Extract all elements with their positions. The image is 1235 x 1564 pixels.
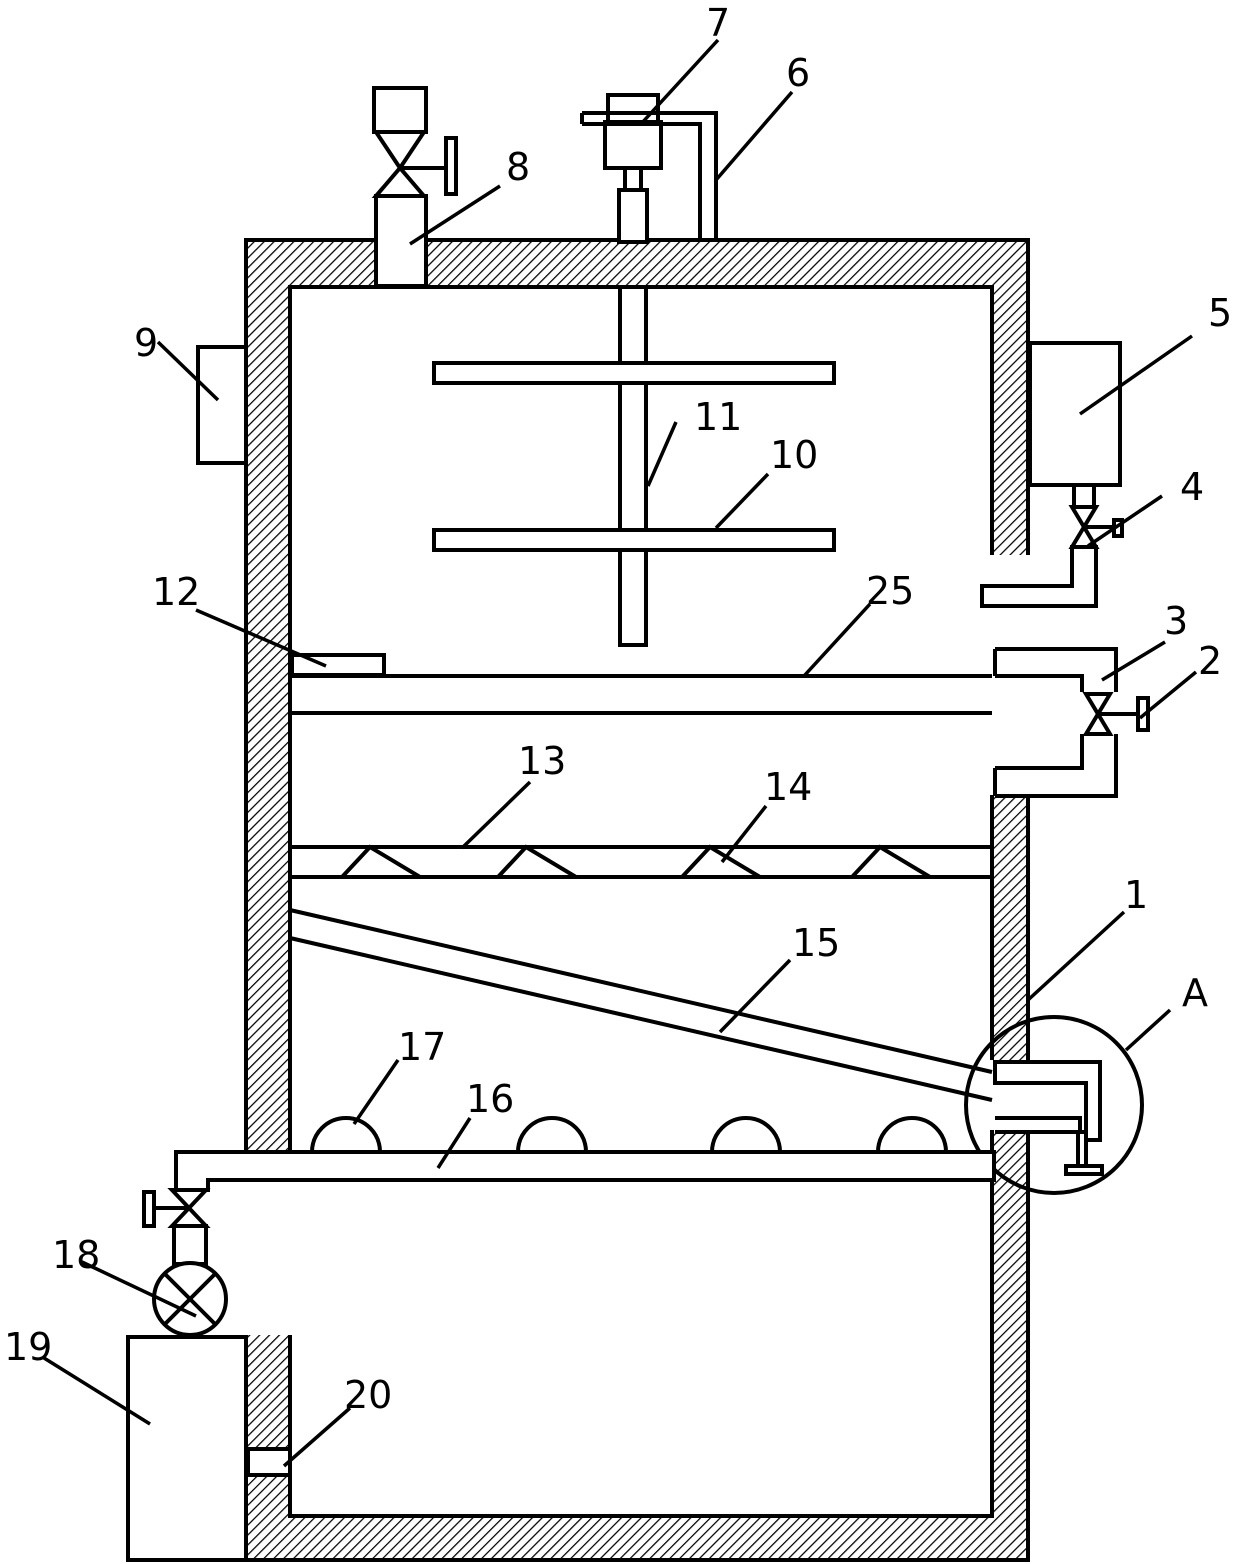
label-14: 14 bbox=[764, 765, 812, 809]
plate-25 bbox=[290, 674, 992, 715]
motor-assembly bbox=[580, 93, 718, 244]
label-25: 25 bbox=[866, 569, 914, 613]
label-10: 10 bbox=[770, 433, 818, 477]
pipe-16 bbox=[174, 1116, 996, 1192]
leader-lines bbox=[43, 38, 1198, 1468]
label-4: 4 bbox=[1180, 465, 1204, 509]
label-19: 19 bbox=[4, 1325, 52, 1369]
feed-hopper bbox=[371, 86, 458, 288]
label-11: 11 bbox=[694, 395, 742, 439]
label-15: 15 bbox=[792, 921, 840, 965]
label-1: 1 bbox=[1124, 873, 1148, 917]
label-8: 8 bbox=[506, 145, 530, 189]
label-17: 17 bbox=[398, 1025, 446, 1069]
reference-labels: 1 2 3 4 5 6 7 8 9 10 11 12 13 14 15 16 1… bbox=[4, 1, 1232, 1417]
detail-a-bracket bbox=[964, 1015, 1144, 1195]
pump-assembly bbox=[126, 1188, 248, 1562]
inclined-plate-15 bbox=[289, 908, 993, 1102]
label-9: 9 bbox=[134, 321, 158, 365]
box-9 bbox=[196, 345, 248, 465]
label-20: 20 bbox=[344, 1373, 392, 1417]
pipe-3-assembly bbox=[993, 647, 1150, 798]
stirrer bbox=[432, 285, 836, 647]
label-3: 3 bbox=[1164, 599, 1188, 643]
tank-5-assembly bbox=[980, 341, 1124, 608]
label-16: 16 bbox=[466, 1077, 514, 1121]
sight-glass-20 bbox=[246, 1447, 292, 1477]
label-7: 7 bbox=[706, 1, 730, 45]
label-13: 13 bbox=[518, 739, 566, 783]
tank-shell bbox=[244, 238, 1030, 1562]
label-12: 12 bbox=[152, 570, 200, 614]
label-6: 6 bbox=[786, 51, 810, 95]
label-5: 5 bbox=[1208, 291, 1232, 335]
label-a: A bbox=[1182, 971, 1208, 1015]
label-2: 2 bbox=[1198, 639, 1222, 683]
left-wall-opening bbox=[244, 1180, 292, 1335]
label-18: 18 bbox=[52, 1233, 100, 1277]
screen-13 bbox=[290, 844, 992, 879]
